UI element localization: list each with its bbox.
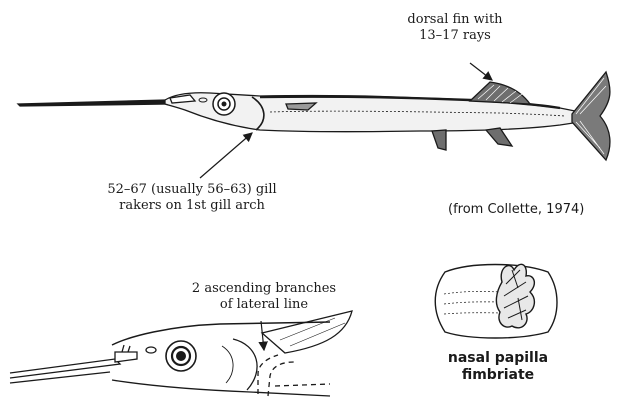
dorsal-fin-arrow xyxy=(470,63,492,80)
dorsal-fin-label-line1: dorsal fin with xyxy=(380,12,530,28)
lateral-line-arrow xyxy=(261,321,264,350)
dorsal-fin-label-line2: 13–17 rays xyxy=(380,28,530,44)
lower-jaw-beak xyxy=(18,100,168,106)
source-credit: (from Collette, 1974) xyxy=(448,202,584,217)
gill-raker-arrow xyxy=(200,133,252,178)
head-eye xyxy=(166,341,196,371)
gill-raker-label-line1: 52–67 (usually 56–63) gill xyxy=(92,182,292,198)
lateral-line-label-line1: 2 ascending branches xyxy=(184,281,344,297)
fish-full-body xyxy=(18,72,610,160)
lateral-line-label-line2: of lateral line xyxy=(184,297,344,313)
gill-raker-label: 52–67 (usually 56–63) gill rakers on 1st… xyxy=(92,182,292,214)
gill-raker-label-line2: rakers on 1st gill arch xyxy=(92,198,292,214)
nasal-papilla-label-line1: nasal papilla xyxy=(438,350,558,367)
nasal-papilla-label: nasal papilla fimbriate xyxy=(438,350,558,384)
nasal-papilla-figure xyxy=(435,264,557,338)
dorsal-fin-label: dorsal fin with 13–17 rays xyxy=(380,12,530,44)
eye xyxy=(213,93,235,115)
lateral-line-label: 2 ascending branches of lateral line xyxy=(184,281,344,313)
nasal-papilla-label-line2: fimbriate xyxy=(438,367,558,384)
